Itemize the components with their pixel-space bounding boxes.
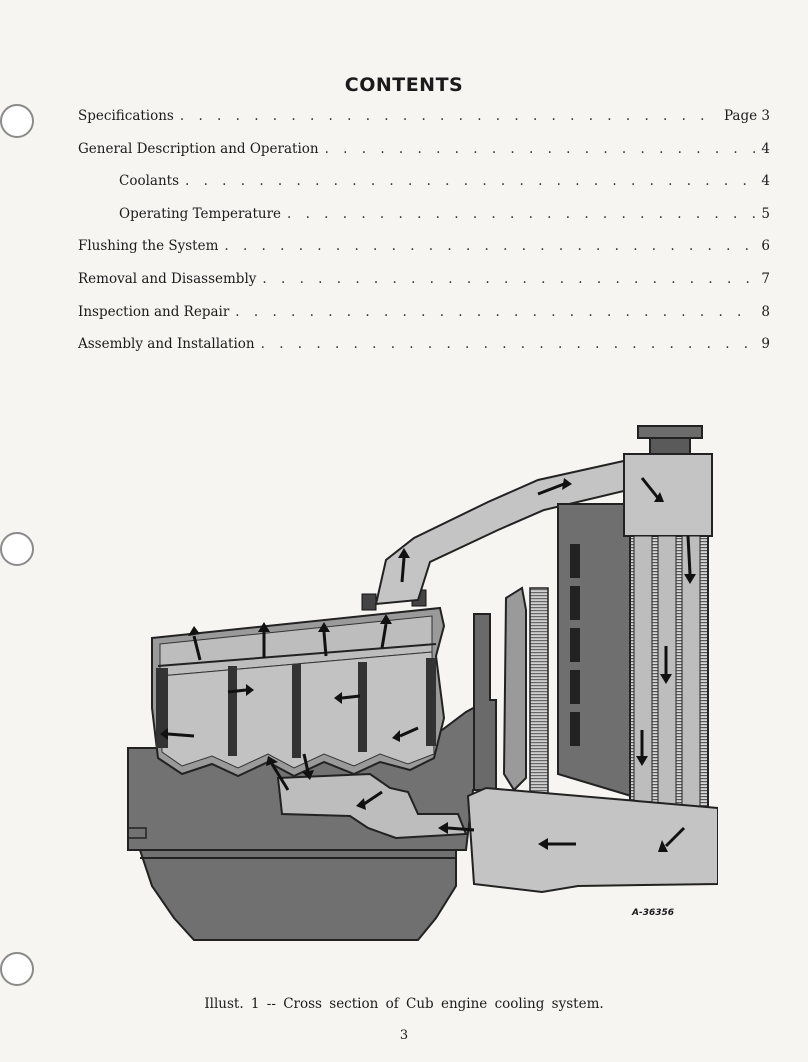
toc-entry-assembly[interactable]: Assembly and Installation 9 bbox=[78, 336, 770, 369]
toc-leader-dots bbox=[261, 336, 756, 352]
toc-page-number: 5 bbox=[761, 205, 770, 222]
fan-pulley bbox=[502, 586, 527, 792]
punch-hole-top bbox=[0, 104, 34, 138]
toc-entry-coolants[interactable]: Coolants 4 bbox=[78, 173, 770, 206]
flow-arrow bbox=[167, 477, 692, 848]
radiator-cap bbox=[637, 425, 703, 439]
toc-page-number: 8 bbox=[761, 303, 770, 320]
toc-page-number: 4 bbox=[761, 140, 770, 157]
radiator-top-tank bbox=[623, 453, 713, 537]
cooling-system-illustration bbox=[127, 425, 718, 941]
toc-leader-dots bbox=[180, 108, 718, 124]
toc-label: Coolants bbox=[119, 173, 179, 190]
toc-label: Specifications bbox=[78, 108, 174, 124]
cylinder-wall bbox=[358, 662, 367, 752]
toc-leader-dots bbox=[325, 141, 756, 157]
punch-hole-middle bbox=[0, 532, 34, 566]
cylinder-wall bbox=[292, 664, 301, 758]
radiator-bottom-tank bbox=[466, 786, 718, 894]
lower-water-passage bbox=[276, 772, 468, 840]
toc-entry-specifications[interactable]: Specifications Page 3 bbox=[78, 108, 770, 141]
table-of-contents: Specifications Page 3 General Descriptio… bbox=[78, 108, 770, 369]
fan-belt bbox=[529, 587, 549, 811]
toc-label: Removal and Disassembly bbox=[78, 270, 257, 287]
page-title: CONTENTS bbox=[344, 74, 464, 96]
toc-label: Assembly and Installation bbox=[78, 336, 255, 353]
toc-label: Operating Temperature bbox=[119, 205, 282, 222]
front-housing bbox=[473, 613, 497, 791]
toc-leader-dots bbox=[287, 206, 755, 222]
toc-label: Flushing the System bbox=[78, 238, 219, 255]
toc-entry-general-description[interactable]: General Description and Operation 4 bbox=[78, 141, 770, 174]
figure-caption: Illust. 1 -- Cross section of Cub engine… bbox=[204, 996, 604, 1012]
toc-leader-dots bbox=[224, 238, 755, 254]
toc-page-number: Page 3 bbox=[723, 108, 770, 124]
punch-hole-bottom bbox=[0, 952, 34, 986]
toc-leader-dots bbox=[235, 304, 755, 320]
toc-label: General Description and Operation bbox=[78, 140, 319, 157]
flow-arrow-heads bbox=[160, 478, 696, 852]
page-number: 3 bbox=[399, 1028, 409, 1043]
oil-pan bbox=[138, 849, 457, 941]
cylinder-wall bbox=[156, 668, 168, 748]
toc-entry-inspection[interactable]: Inspection and Repair 8 bbox=[78, 304, 770, 337]
toc-entry-operating-temperature[interactable]: Operating Temperature 5 bbox=[78, 206, 770, 239]
toc-entry-removal[interactable]: Removal and Disassembly 7 bbox=[78, 271, 770, 304]
toc-page-number: 4 bbox=[761, 173, 770, 190]
toc-page-number: 7 bbox=[761, 270, 770, 287]
toc-page-number: 6 bbox=[761, 238, 770, 255]
radiator-tube bbox=[633, 535, 653, 809]
cylinder-wall bbox=[228, 666, 237, 756]
figure-code: A-36356 bbox=[632, 908, 675, 918]
toc-label: Inspection and Repair bbox=[78, 303, 230, 320]
toc-leader-dots bbox=[262, 271, 755, 287]
toc-page-number: 9 bbox=[761, 336, 770, 353]
toc-leader-dots bbox=[185, 173, 755, 189]
toc-entry-flushing[interactable]: Flushing the System 6 bbox=[78, 238, 770, 271]
cylinder-wall bbox=[426, 658, 436, 746]
